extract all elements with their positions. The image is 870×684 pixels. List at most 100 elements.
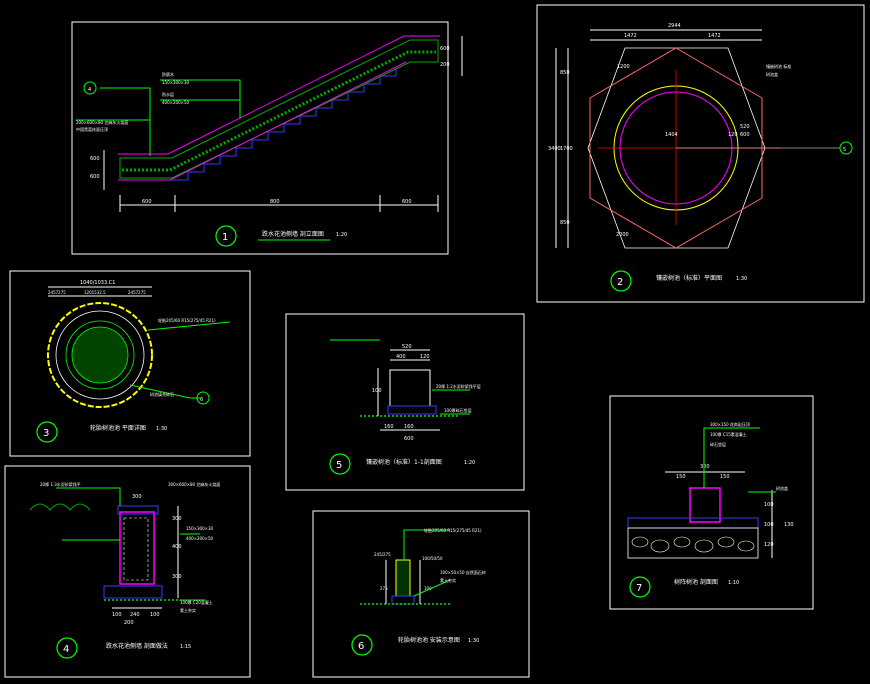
dim-label: 2457275 (128, 290, 146, 295)
dim-label: 100 (372, 388, 382, 394)
dim-label: 100 (424, 586, 432, 591)
gravel-stones (631, 536, 755, 553)
dim-label: 600 (740, 132, 750, 138)
note-text: 300×150 花岗岩压顶 (710, 421, 750, 427)
panel-title: 镶嵌树池（标准）平面图 (656, 274, 722, 282)
tire-inner-ring (65, 320, 135, 390)
note-text: 300×600×80 芝麻灰火烧面 (168, 481, 220, 487)
dim-label: 600 (440, 46, 450, 52)
note-text: 20厚 1:3水泥砂浆找平 (40, 481, 81, 487)
gravel-bed (627, 527, 759, 559)
dim-label: 520 (740, 124, 750, 130)
leader-line (413, 579, 451, 597)
panel-4: 100 240 100 200 300 400 300 300 20厚 1:3水… (4, 465, 251, 678)
panel-3: 1040/1033.C1 2457275 1201532.5 2457275 轮… (9, 270, 251, 457)
dim-label: 275 (380, 586, 388, 591)
stone (737, 540, 755, 552)
note-text: 素土夯实 (180, 607, 196, 613)
panel-number: 3 (43, 428, 49, 439)
dim-label: 1700 (560, 146, 573, 152)
panel-1: 600 800 600 600 600 600 200 4 200×600×80… (71, 21, 463, 255)
panel-title: 跌水花池侧墙 剖立面图 (262, 230, 324, 238)
dim-label: 300 (132, 494, 142, 500)
dim-label: 2457275 (48, 290, 66, 295)
base-layer (387, 405, 437, 415)
note-text: 树池填充碎石 (150, 391, 174, 397)
note-text: 镶嵌树池 标准 (766, 63, 791, 69)
dim-label: 400 (172, 544, 182, 550)
note-text: 树池盖 (776, 485, 788, 491)
panel-2: 5 2944 1472 1472 3400 850 1700 850 1200 … (536, 4, 865, 303)
tire-section (395, 559, 411, 597)
panel-title: 轮胎树池池 平面详图 (90, 424, 146, 432)
panel-3-frame (9, 270, 251, 457)
panel-number-circle (610, 270, 632, 292)
panel-7: 300 150 150 100 100 120 130 300×150 花岗岩压… (609, 395, 814, 610)
note-text: 100厚碎石垫层 (444, 407, 472, 413)
section-marker-number: 6 (200, 397, 203, 403)
panel-4-frame (4, 465, 251, 678)
panel-5-frame (285, 313, 525, 491)
note-text: 100厚 C15素混凝土 (710, 431, 747, 437)
dim-label: 160 (384, 424, 394, 430)
panel-title: 镶嵌树池（标准）1-1剖面图 (366, 458, 442, 466)
panel-number-circle (36, 421, 58, 443)
callout-number: 4 (88, 87, 91, 93)
stair-slab-hatch (122, 50, 436, 172)
curb-block (389, 369, 431, 407)
dim-label: 150 (676, 474, 686, 480)
note-text: 中国黑荔枝面压顶 (76, 126, 108, 132)
dim-label: 200 (124, 620, 134, 626)
panel-number-circle (56, 637, 78, 659)
paving-layer (627, 517, 759, 529)
stair-top-line-2 (118, 61, 407, 181)
panel-number-circle (329, 453, 351, 475)
leader-line (100, 87, 151, 156)
note-text: 轮胎205/60 R15(275/45 R21) (158, 317, 216, 323)
stone-base (391, 595, 415, 605)
dim-label: 240 (130, 612, 140, 618)
stone (673, 536, 691, 548)
panel-number: 6 (358, 641, 364, 652)
panel-number: 7 (636, 583, 642, 594)
stone (694, 539, 714, 553)
callout-circle (83, 81, 97, 95)
dim-label: 300 (172, 516, 182, 522)
gravel-fill (71, 326, 129, 384)
panel-number-circle (629, 576, 651, 598)
dim-label: 100 (150, 612, 160, 618)
note-text: 400×200×50 (162, 100, 190, 105)
dim-label: 100 (764, 502, 774, 508)
leader-line (56, 487, 121, 506)
dim-label: 300 (700, 464, 710, 470)
note-text: 轮胎205/60 R15(275/45 R21) (424, 527, 482, 533)
dim-label: 520 (402, 344, 412, 350)
stair-step-line (172, 68, 397, 181)
note-text: 100厚 C20混凝土 (180, 599, 213, 605)
dim-label: 130 (784, 522, 794, 528)
dim-label: 300 (172, 574, 182, 580)
panel-title: 轮胎树池池 安装示意图 (398, 636, 460, 644)
note-text: 150×300×30 (186, 526, 214, 531)
dim-label: 120 (420, 354, 430, 360)
dim-label: 2944 (668, 23, 681, 29)
stair-top-line (118, 35, 440, 155)
note-text: 树池盖 (766, 71, 778, 77)
panel-number: 2 (617, 277, 623, 288)
stair-slab (119, 39, 439, 179)
dim-label: 600 (142, 199, 152, 205)
note-text: 碎石垫层 (710, 441, 726, 447)
note-text: 400×200×50 (186, 536, 214, 541)
stone (717, 536, 735, 548)
dim-label: 100 (764, 522, 774, 528)
panel-scale: 1:30 (156, 426, 167, 432)
dim-label: 3400 (548, 146, 561, 152)
panel-scale: 1:30 (736, 276, 747, 282)
dim-label: 600 (90, 174, 100, 180)
panel-number-circle (351, 634, 373, 656)
dim-label: 600 (404, 436, 414, 442)
dim-label: 120 (728, 132, 738, 138)
note-text: 20厚 1:2水泥砂浆找平层 (436, 383, 481, 389)
dim-label: 200 (440, 62, 450, 68)
dim-label: 100 (112, 612, 122, 618)
